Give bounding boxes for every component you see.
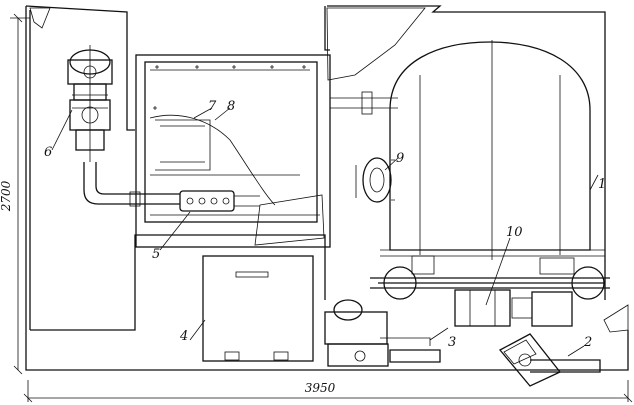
burner-5 [179,190,260,212]
width-dimension-label: 3950 [305,381,336,395]
callout-2: 2 [583,335,592,350]
hatched-corner-bottom-right [603,304,629,333]
drive-motor-10 [454,289,573,327]
height-dimension-label: 2700 [0,180,13,212]
pump-assembly-6 [67,45,113,162]
hatched-wall-top-right [326,7,426,81]
callout-5: 5 [152,247,160,262]
callout-6: 6 [44,145,52,160]
carriage-wheels [370,255,610,300]
pump-3 [324,299,441,367]
callout-1: 1 [598,177,606,192]
furnace-enclosure [135,54,331,248]
callout-4: 4 [179,329,188,344]
callout-3: 3 [448,335,456,350]
leader-lines [51,107,599,357]
tank-4 [202,255,314,362]
coupling-9 [355,157,395,203]
height-dimension [10,13,30,375]
hatched-corner-top-left [29,7,51,29]
callout-7: 7 [208,99,217,114]
callout-9: 9 [396,151,404,166]
burner-2 [498,333,601,387]
width-dimension [23,380,633,403]
main-vessel-1 [330,40,605,260]
fuel-pipe [83,162,180,207]
callout-10: 10 [506,225,523,240]
callout-8: 8 [227,99,235,114]
building-outline [25,5,629,371]
